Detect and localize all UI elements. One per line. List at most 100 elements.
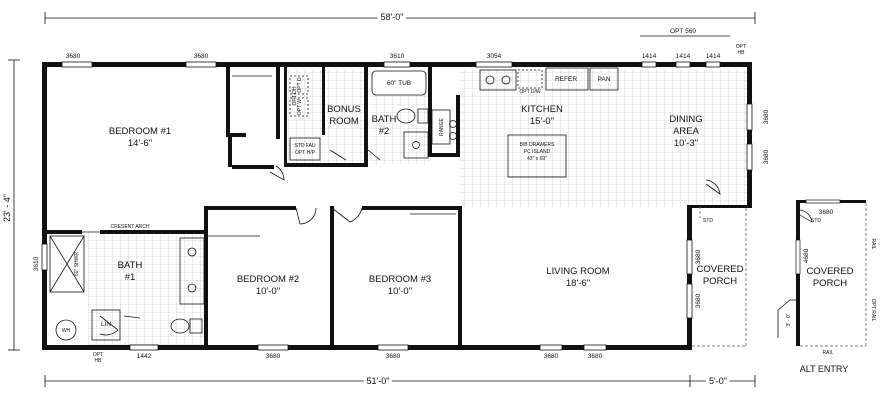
bedroom3-name: BEDROOM #3 [369, 274, 431, 285]
refer-label: REFER [555, 76, 577, 83]
bonus-name: BONUS [327, 104, 361, 115]
vanity-bath1 [179, 237, 205, 305]
island-label-1: B/B DRAWERS [520, 142, 555, 148]
opt-d-label: OPT D [297, 77, 303, 93]
opt-hb-bottom-2: HB [95, 358, 103, 364]
dining-name2: AREA [673, 126, 700, 137]
pantry [589, 67, 619, 91]
window-label: 3680 [194, 53, 209, 60]
window-label: 3680 [763, 149, 770, 164]
porch-length-label: 5'-0" [709, 376, 727, 386]
room-labels: BEDROOM #1 14'-6" BONUS ROOM BATH #2 KIT… [109, 104, 744, 297]
opt-hb-top: OPT [736, 44, 746, 50]
fridge [545, 67, 589, 91]
dishwasher [517, 69, 543, 89]
dryer [289, 97, 309, 117]
bedroom1-name: BEDROOM #1 [109, 126, 171, 137]
toilet-bath1 [170, 318, 190, 334]
opt-hb-bottom: OPT [93, 352, 103, 358]
bedroom2-size: 10'-0" [256, 286, 280, 297]
washer [289, 75, 309, 95]
dining-name: DINING [669, 114, 702, 125]
alt-opt-rail: OPT RAIL [870, 299, 876, 322]
window-label: 3680 [588, 353, 603, 360]
window-label: 3680 [66, 53, 81, 60]
bedroom3-size: 10'-0" [388, 286, 412, 297]
alt-entry-title: ALT ENTRY [800, 364, 849, 374]
alt-porch-name2: PORCH [813, 278, 847, 289]
bath2-name2: #2 [379, 126, 390, 137]
kitchen-name: KITCHEN [521, 104, 563, 115]
fixture-labels: 60" TUB REFER PAN OPT D/W RANGE OPT OH O… [62, 76, 714, 334]
dining-size: 10'-3" [674, 138, 698, 149]
std-label: STD [703, 218, 713, 224]
toilet-bath2 [396, 108, 416, 124]
vanity-bath2 [403, 131, 429, 159]
opt-hp-label: OPT H/P [295, 150, 316, 156]
bath1-name2: #1 [125, 272, 136, 283]
window-labels: 3680 3680 3610 3054 1414 1414 1414 3680 … [33, 53, 834, 360]
furnace [289, 137, 321, 161]
main-length-label: 51'-0" [367, 376, 390, 386]
range [431, 109, 451, 145]
window-label: 3680 [819, 209, 834, 216]
window-label: 4680 [803, 248, 810, 263]
alt-porch-name: COVERED [807, 266, 854, 277]
window-label: 3680 [544, 353, 559, 360]
alt-rail-right: RAIL [870, 238, 876, 249]
bedroom2-name: BEDROOM #2 [237, 274, 299, 285]
alt-rail-bottom: RAIL [822, 350, 833, 356]
tub-label: 60" TUB [387, 80, 411, 87]
window-label: 1442 [137, 353, 152, 360]
living-name: LIVING ROOM [546, 266, 609, 277]
cresent-arch-label: CRESENT ARCH [110, 224, 149, 230]
fixtures [49, 67, 619, 341]
bath1-name: BATH [118, 260, 143, 271]
doors [82, 149, 721, 336]
pan-label: PAN [598, 76, 611, 83]
alt-ramp-label: 3' - 0" [786, 313, 792, 326]
kitchen-size: 15'-0" [530, 116, 554, 127]
window-label: 1414 [706, 53, 721, 60]
interior-walls [42, 67, 752, 350]
overall-width-label: 23' - 4" [2, 194, 12, 222]
sink-kitchen [479, 69, 517, 91]
wh-label: WH [62, 328, 71, 334]
lin-label: LIN [101, 321, 111, 328]
opt-560-label: OPT 560 [670, 28, 696, 35]
living-size: 18'-6" [566, 278, 590, 289]
dimension-lines [8, 12, 756, 387]
island-label-2: PC ISLAND [524, 149, 551, 155]
opt-dw-label: OPT D/W [519, 89, 541, 95]
windows [41, 61, 753, 351]
window-label: 3054 [487, 53, 502, 60]
window-label: 1414 [642, 53, 657, 60]
bedroom1-size: 14'-6" [128, 138, 152, 149]
kitchen-island [507, 134, 567, 178]
window-label: 3610 [390, 53, 405, 60]
porch-name: COVERED [697, 264, 744, 275]
opt-hb-top-2: HB [738, 50, 746, 56]
window-label: 1414 [676, 53, 691, 60]
overall-length-label: 58'-0" [381, 12, 404, 22]
bath2-name: BATH [372, 114, 397, 125]
window-label: 3680 [763, 109, 770, 124]
porch-dashes [692, 206, 747, 347]
window-label: 3680 [695, 249, 702, 264]
opt-w-label: OPT W [297, 99, 303, 116]
std-fau-label: STD FAU [294, 143, 316, 149]
range-label: RANGE [439, 117, 445, 135]
window-label: 3680 [386, 353, 401, 360]
shower-label: 60" SHWR [74, 252, 80, 276]
linen-closet [91, 309, 121, 341]
alt-entry-inset: COVERED PORCH STD RAIL RAIL OPT RAIL 3' … [777, 199, 876, 374]
shower [49, 235, 85, 293]
bonus-name2: ROOM [329, 116, 359, 127]
opt-oh-label: OPT OH [292, 86, 298, 105]
window-label: 3680 [266, 353, 281, 360]
island-label-3: 43" x 69" [527, 156, 547, 162]
window-label: 3610 [33, 256, 40, 271]
porch-name2: PORCH [703, 276, 737, 287]
water-heater [55, 319, 77, 341]
